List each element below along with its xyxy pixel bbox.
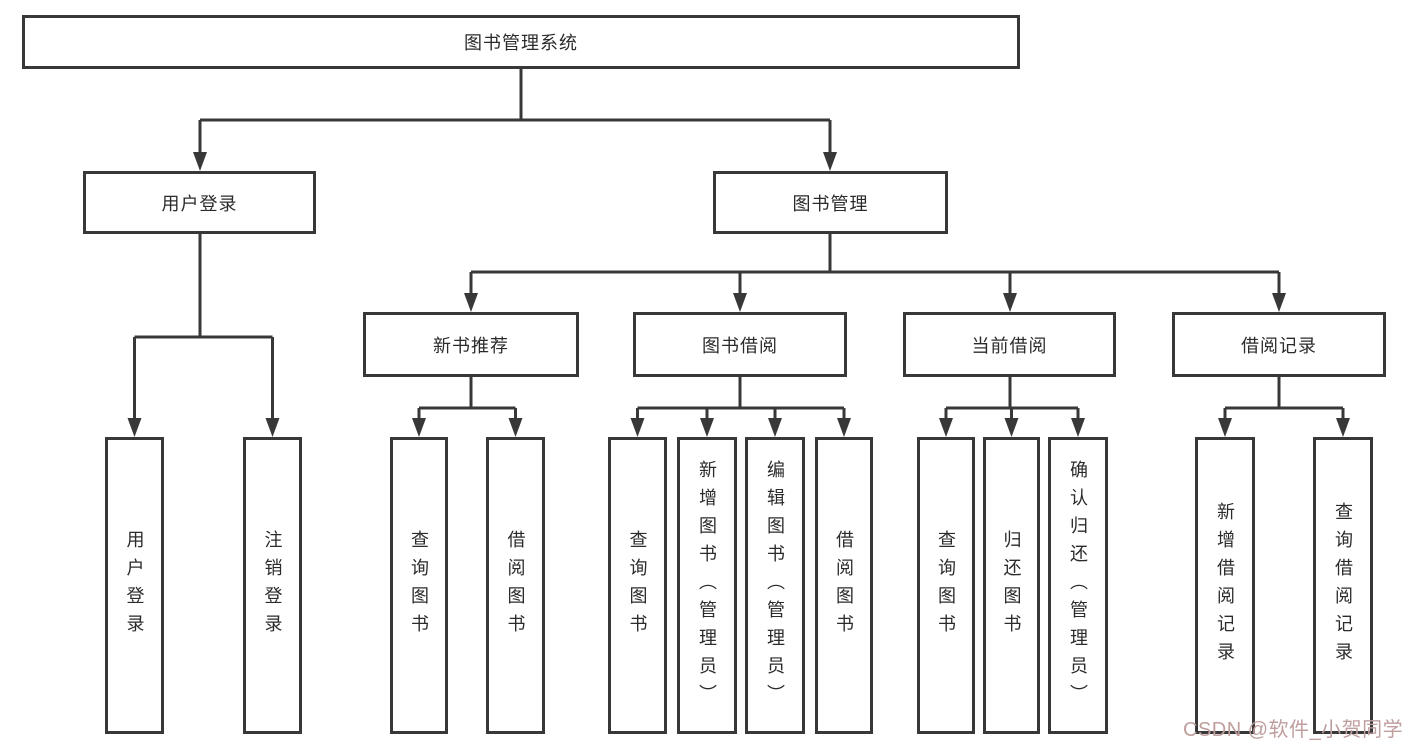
leaf-add-borrow-record-label: 新增借阅记录 [1215, 501, 1235, 670]
arrowhead-icon [823, 152, 837, 171]
arrowhead-icon [508, 418, 523, 437]
node-new-book-recommend-label: 新书推荐 [433, 335, 509, 356]
arrowhead-icon [630, 418, 645, 437]
leaf-recommend-query-book-label: 查询图书 [409, 529, 429, 642]
arrowhead-icon [1071, 418, 1085, 437]
node-new-book-recommend: 新书推荐 [363, 312, 579, 377]
leaf-logout-label: 注销登录 [262, 529, 283, 642]
leaf-user-login: 用户登录 [105, 437, 164, 734]
leaf-add-book-admin: 新增图书（管理员） [677, 437, 737, 734]
node-borrow-records-label: 借阅记录 [1241, 335, 1317, 356]
arrowhead-icon [768, 418, 782, 437]
leaf-current-query-book-label: 查询图书 [936, 529, 956, 642]
leaf-logout: 注销登录 [243, 437, 302, 734]
node-user-login: 用户登录 [83, 171, 316, 234]
watermark: CSDN @软件_小贺同学 [1183, 719, 1404, 741]
leaf-recommend-borrow-book-label: 借阅图书 [505, 529, 526, 642]
leaf-edit-book-admin-label: 编辑图书（管理员） [765, 459, 785, 712]
node-book-management-label: 图书管理 [792, 193, 869, 214]
leaf-borrow-query-book-label: 查询图书 [627, 529, 648, 642]
leaf-current-query-book: 查询图书 [917, 437, 975, 734]
leaf-borrow-query-book: 查询图书 [608, 437, 667, 734]
leaf-recommend-borrow-book: 借阅图书 [486, 437, 545, 734]
arrowhead-icon [193, 152, 207, 171]
arrowhead-icon [1336, 418, 1350, 437]
arrowhead-icon [1003, 293, 1017, 312]
arrowhead-icon [1004, 418, 1019, 437]
node-current-borrow-label: 当前借阅 [971, 335, 1048, 356]
arrowhead-icon [1272, 293, 1286, 312]
leaf-query-borrow-record: 查询借阅记录 [1313, 437, 1373, 734]
arrowhead-icon [1218, 418, 1232, 437]
leaf-return-book-label: 归还图书 [1001, 529, 1022, 642]
node-book-borrow: 图书借阅 [633, 312, 847, 377]
leaf-return-book: 归还图书 [983, 437, 1040, 734]
leaf-borrow-book-label: 借阅图书 [834, 529, 854, 642]
node-user-login-label: 用户登录 [161, 193, 238, 214]
arrowhead-icon [464, 293, 478, 312]
node-book-management: 图书管理 [713, 171, 948, 234]
arrowhead-icon [265, 418, 280, 437]
node-root: 图书管理系统 [22, 15, 1020, 69]
node-root-label: 图书管理系统 [464, 33, 578, 53]
connector-path [133, 69, 1345, 420]
arrowhead-icon [412, 418, 426, 437]
node-borrow-records: 借阅记录 [1172, 312, 1386, 377]
leaf-borrow-book: 借阅图书 [815, 437, 873, 734]
node-current-borrow: 当前借阅 [903, 312, 1116, 377]
leaf-query-borrow-record-label: 查询借阅记录 [1333, 501, 1353, 670]
arrowhead-icon [700, 418, 714, 437]
leaf-user-login-label: 用户登录 [124, 529, 145, 642]
leaf-add-book-admin-label: 新增图书（管理员） [697, 459, 717, 712]
node-book-borrow-label: 图书借阅 [702, 335, 778, 356]
leaf-recommend-query-book: 查询图书 [390, 437, 448, 734]
leaf-confirm-return-admin-label: 确认归还（管理员） [1068, 459, 1088, 712]
leaf-confirm-return-admin: 确认归还（管理员） [1048, 437, 1108, 734]
leaf-add-borrow-record: 新增借阅记录 [1195, 437, 1255, 734]
leaf-edit-book-admin: 编辑图书（管理员） [745, 437, 805, 734]
arrowhead-icon [939, 418, 953, 437]
arrowhead-icon [837, 418, 851, 437]
arrowhead-icon [733, 293, 747, 312]
arrowhead-icon [127, 418, 142, 437]
